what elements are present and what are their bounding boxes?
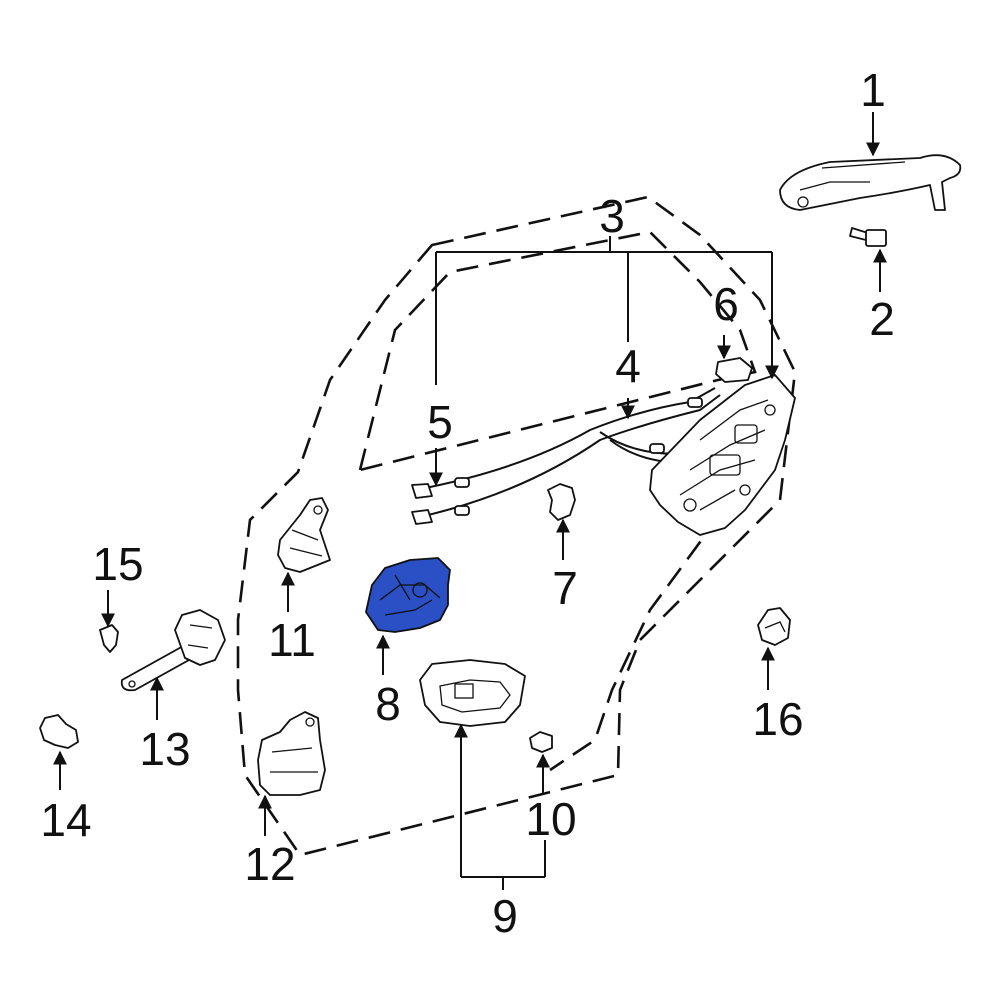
bracket-part[interactable] bbox=[547, 483, 576, 521]
callout-16[interactable]: 16 bbox=[752, 693, 803, 745]
small-clip-part[interactable] bbox=[529, 731, 553, 753]
callout-9[interactable]: 9 bbox=[492, 890, 518, 942]
screw-part[interactable] bbox=[99, 624, 119, 653]
clip-part[interactable] bbox=[715, 357, 753, 383]
callout-2[interactable]: 2 bbox=[869, 293, 895, 345]
callout-3[interactable]: 3 bbox=[599, 190, 625, 242]
callout-6[interactable]: 6 bbox=[713, 278, 739, 330]
lower-hinge-part[interactable] bbox=[257, 711, 326, 796]
callout-10[interactable]: 10 bbox=[525, 793, 576, 845]
striker-cap-part[interactable] bbox=[757, 607, 791, 646]
callout-13[interactable]: 13 bbox=[139, 723, 190, 775]
callout-8[interactable]: 8 bbox=[375, 678, 401, 730]
callout-4[interactable]: 4 bbox=[615, 340, 641, 392]
callout-15[interactable]: 15 bbox=[92, 538, 143, 590]
callout-7[interactable]: 7 bbox=[552, 562, 578, 614]
callout-1[interactable]: 1 bbox=[860, 64, 886, 116]
door-check-part[interactable] bbox=[120, 609, 226, 692]
callout-5[interactable]: 5 bbox=[427, 396, 453, 448]
callout-12[interactable]: 12 bbox=[244, 838, 295, 890]
callout-11[interactable]: 11 bbox=[268, 614, 316, 666]
lock-cables bbox=[411, 387, 721, 525]
callout-14[interactable]: 14 bbox=[40, 794, 91, 846]
leader-lines bbox=[53, 112, 887, 890]
clip-14-part[interactable] bbox=[39, 714, 79, 749]
outside-handle-part[interactable] bbox=[779, 154, 962, 211]
door-lock-assembly-part[interactable] bbox=[649, 374, 796, 536]
inside-handle-bezel-part[interactable] bbox=[419, 659, 526, 727]
callout-numbers: 1 2 3 4 5 6 7 8 9 10 11 12 13 14 15 16 bbox=[40, 64, 894, 942]
bolt-part[interactable] bbox=[849, 227, 887, 247]
upper-hinge-part[interactable] bbox=[277, 497, 331, 573]
inside-handle-housing-part[interactable] bbox=[365, 557, 451, 633]
